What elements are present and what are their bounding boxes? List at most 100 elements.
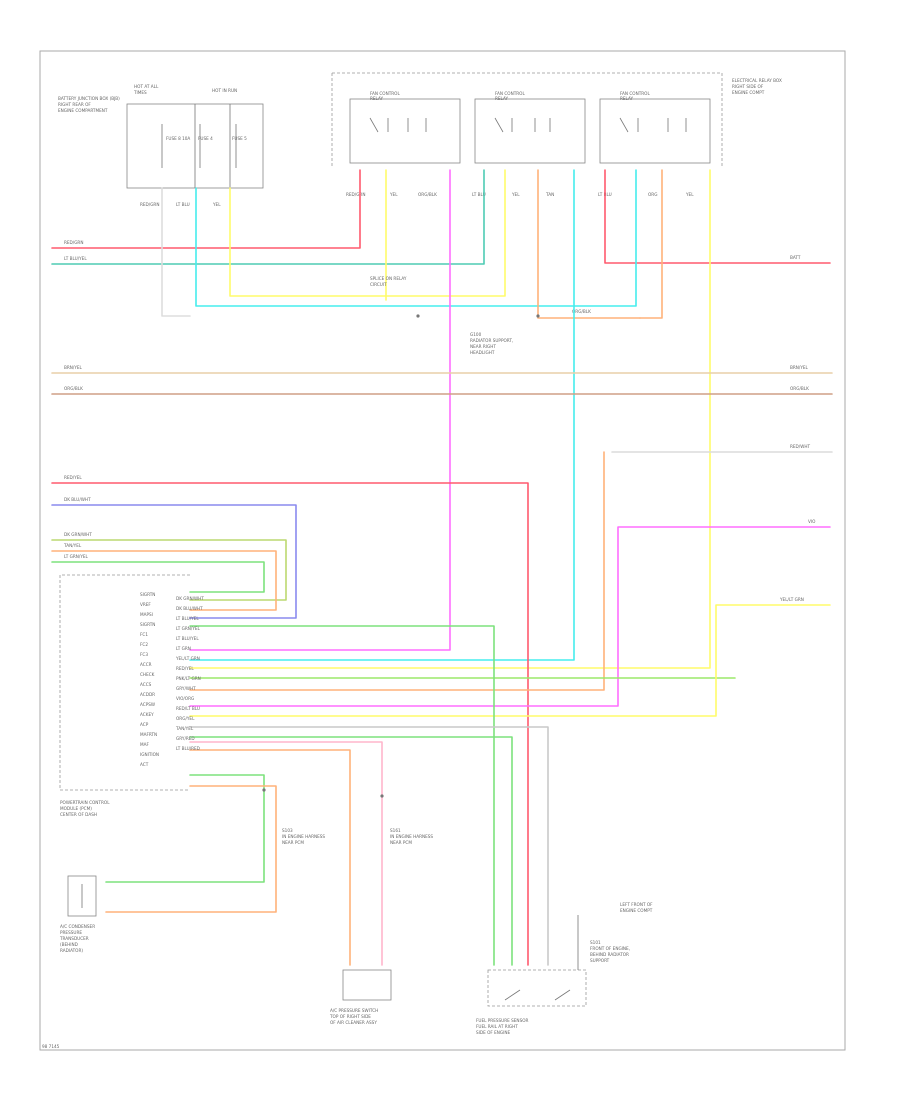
pcm-wire-label: LT BLU/RED <box>176 746 200 751</box>
svg-text:ORG: ORG <box>648 192 657 197</box>
wire-magenta-right <box>189 526 831 707</box>
svg-text:TIMES: TIMES <box>133 90 147 95</box>
svg-text:ELECTRICAL RELAY BOX: ELECTRICAL RELAY BOX <box>732 78 782 83</box>
svg-text:DK GRN/WHT: DK GRN/WHT <box>64 532 92 537</box>
svg-text:TAN/YEL: TAN/YEL <box>63 543 82 548</box>
pcm-wire-label: LT BLU/YEL <box>176 616 199 621</box>
pcm-wire-label: RED/YEL <box>176 666 194 671</box>
pcm-pin-label: FC2 <box>140 642 148 647</box>
ac-condenser-transducer: A/C CONDENSER PRESSURE TRANSDUCER (BEHIN… <box>59 875 97 953</box>
pcm-wire-label: ORG/YEL <box>176 716 195 721</box>
svg-text:BEHIND RADIATOR: BEHIND RADIATOR <box>590 952 629 957</box>
pcm-pin-label: FC3 <box>140 652 148 657</box>
pcm-pin-label: SIGRTN <box>140 622 155 627</box>
svg-text:YEL: YEL <box>511 192 520 197</box>
fan-control-relay-1: FAN CONTROL RELAY <box>349 91 461 164</box>
pcm-pin-label: MAPSI <box>140 612 153 617</box>
svg-text:S161: S161 <box>390 828 401 833</box>
svg-text:TOP OF RIGHT SIDE: TOP OF RIGHT SIDE <box>329 1014 371 1019</box>
svg-text:ENGINE COMPARTMENT: ENGINE COMPARTMENT <box>58 108 108 113</box>
wire-orange-relay3 <box>639 169 663 319</box>
wire-lt-blue-fuse <box>195 169 637 307</box>
svg-text:G100: G100 <box>470 332 482 337</box>
svg-text:TAN: TAN <box>545 192 554 197</box>
pcm-pin-label: CHECK <box>140 672 155 677</box>
wire-cyan-relay <box>189 169 575 661</box>
wire-yel-lt-grn <box>189 604 831 717</box>
svg-text:FRONT OF ENGINE,: FRONT OF ENGINE, <box>590 946 630 951</box>
svg-text:NEAR RIGHT: NEAR RIGHT <box>470 344 496 349</box>
svg-text:CENTER OF DASH: CENTER OF DASH <box>60 812 97 817</box>
svg-text:FAN CONTROL: FAN CONTROL <box>495 91 525 96</box>
pcm-wire-label: RED/LT BLU <box>176 706 200 711</box>
svg-text:HOT AT ALL: HOT AT ALL <box>134 84 159 89</box>
ac-pressure-switch: A/C PRESSURE SWITCH TOP OF RIGHT SIDE OF… <box>329 969 392 1025</box>
wire-green-ac <box>105 774 265 883</box>
wire-red-left <box>51 482 529 966</box>
wire-orange <box>51 550 277 611</box>
pcm-wire-label: TAN/YEL <box>175 726 194 731</box>
svg-text:ORG/BLK: ORG/BLK <box>790 386 809 391</box>
svg-text:A/C CONDENSER: A/C CONDENSER <box>60 924 95 929</box>
footer-code: 98 7145 <box>42 1044 60 1049</box>
svg-text:YEL: YEL <box>389 192 398 197</box>
pcm-pin-label: ACPSW <box>140 702 155 707</box>
svg-text:FUEL PRESSURE SENSOR: FUEL PRESSURE SENSOR <box>476 1018 529 1023</box>
svg-text:RIGHT REAR OF: RIGHT REAR OF <box>58 102 91 107</box>
pcm-pin-label: MAFRTN <box>140 732 157 737</box>
svg-text:NEAR PCM: NEAR PCM <box>390 840 412 845</box>
wire-orange-right <box>189 451 605 691</box>
wire-orange-pcm <box>189 749 351 966</box>
wire-magenta-relay <box>189 169 451 651</box>
svg-text:FUEL RAIL AT RIGHT: FUEL RAIL AT RIGHT <box>476 1024 518 1029</box>
pcm-pin-label: ACT <box>140 762 149 767</box>
wire-yellow-relay3 <box>189 169 711 669</box>
svg-text:FAN CONTROL: FAN CONTROL <box>620 91 650 96</box>
svg-text:ORG/BLK: ORG/BLK <box>418 192 437 197</box>
svg-text:RADIATOR SUPPORT,: RADIATOR SUPPORT, <box>470 338 513 343</box>
svg-text:ORG/BLK: ORG/BLK <box>64 386 83 391</box>
svg-text:(BEHIND: (BEHIND <box>60 942 78 947</box>
svg-text:S103: S103 <box>282 828 293 833</box>
pcm-wire-label: DK GRN/WHT <box>176 596 204 601</box>
wire-orange-ac <box>105 785 277 913</box>
wire-gray-pcm <box>189 726 549 966</box>
pcm-pin-label: FC1 <box>140 632 148 637</box>
wire-orange-relay <box>537 169 641 319</box>
wire-pink-pcm <box>189 741 383 966</box>
wire-yellow-fuse <box>229 169 506 297</box>
svg-text:RELAY: RELAY <box>370 96 384 101</box>
pcm-wire-label: GRY/WHT <box>176 686 196 691</box>
pcm-wire-label: YEL/LT GRN <box>175 656 200 661</box>
svg-text:BRN/YEL: BRN/YEL <box>790 365 809 370</box>
pcm-pin-label: ACCR <box>140 662 152 667</box>
svg-text:BATTERY JUNCTION BOX (BJB): BATTERY JUNCTION BOX (BJB) <box>58 96 120 101</box>
wire-red-green-top <box>51 169 361 249</box>
pcm-pin-label: IGNITION <box>140 752 159 757</box>
pcm-wire-label: DK BLU/WHT <box>176 606 203 611</box>
svg-text:ENGINE COMPT: ENGINE COMPT <box>732 90 765 95</box>
fuel-pressure-sensor: FUEL PRESSURE SENSOR FUEL RAIL AT RIGHT … <box>476 969 587 1035</box>
wire-lt-blu-yel-top <box>51 169 485 265</box>
svg-text:ENGINE COMPT: ENGINE COMPT <box>620 908 653 913</box>
svg-text:YEL: YEL <box>685 192 694 197</box>
pcm-pin-list: SIGRTNVREFMAPSISIGRTNFC1FC2FC3ACCRCHECKA… <box>140 592 159 767</box>
relay-box: ELECTRICAL RELAY BOX RIGHT SIDE OF ENGIN… <box>331 72 782 168</box>
svg-text:RED/GRN: RED/GRN <box>64 240 83 245</box>
svg-text:DK BLU/WHT: DK BLU/WHT <box>64 497 91 502</box>
svg-text:TRANSDUCER: TRANSDUCER <box>59 936 89 941</box>
svg-text:RED/GRN: RED/GRN <box>346 192 365 197</box>
fuse-box-left: BATTERY JUNCTION BOX (BJB) RIGHT REAR OF… <box>58 84 264 207</box>
svg-text:YEL/LT GRN: YEL/LT GRN <box>779 597 804 602</box>
svg-text:BRN/YEL: BRN/YEL <box>64 365 83 370</box>
svg-text:YEL: YEL <box>212 202 221 207</box>
pcm-pin-label: VREF <box>140 602 151 607</box>
pcm-pin-label: ACCS <box>140 682 152 687</box>
svg-text:S101: S101 <box>590 940 601 945</box>
wire-white-fuse <box>161 187 191 317</box>
pcm-wire-label: PNK/LT GRN <box>176 676 201 681</box>
pcm-pin-label: MAF <box>140 742 149 747</box>
svg-text:FUSE 8 10A: FUSE 8 10A <box>166 136 190 141</box>
